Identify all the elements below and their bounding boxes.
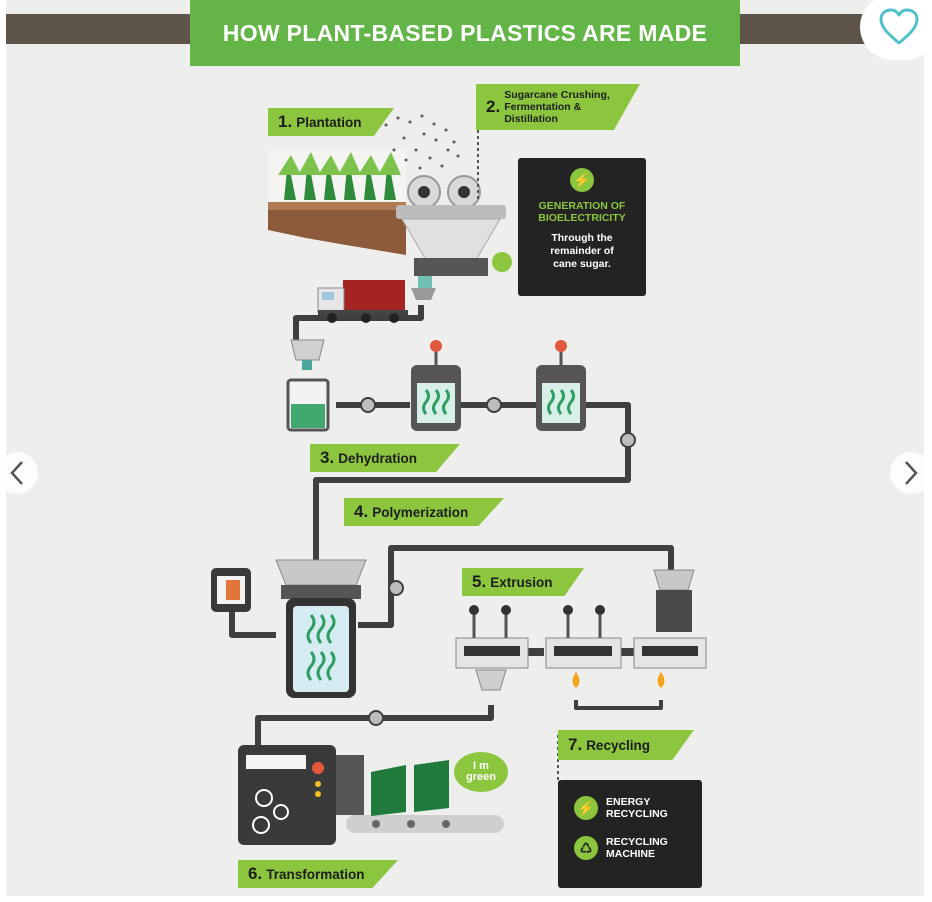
step-3-number: 3. <box>320 448 335 467</box>
step-7-label: Recycling <box>586 737 650 753</box>
pipe-valves <box>360 397 636 726</box>
pipe-side-to-polymer <box>229 610 276 638</box>
valve <box>360 397 376 413</box>
step-3-flag: 3. Dehydration <box>310 444 460 472</box>
step-4-flag: 4. Polymerization <box>344 498 504 526</box>
step-7-number: 7. <box>568 735 583 754</box>
step-2-label-line2: Fermentation & <box>504 101 582 113</box>
plug-icon: ⚡ <box>574 796 598 820</box>
valve <box>486 397 502 413</box>
spray-dots <box>384 114 460 170</box>
polymerization-reactor <box>211 559 367 698</box>
step-6-flag: 6. Transformation <box>238 860 398 888</box>
recycling-machine-line1: RECYCLING <box>606 836 668 848</box>
chevron-left-icon <box>10 461 23 485</box>
favorite-button[interactable] <box>860 0 932 60</box>
step-7-flag: 7. Recycling <box>558 730 694 760</box>
title-banner: HOW PLANT-BASED PLASTICS ARE MADE <box>190 0 740 66</box>
pipe-heat-link <box>574 700 663 710</box>
cup-icon: ♺ <box>574 836 598 860</box>
step-2-label-line3: Distillation <box>504 113 558 125</box>
recycling-box: ⚡ ENERGY RECYCLING ♺ RECYCLING MACHINE <box>558 780 702 888</box>
heart-outline-icon <box>879 8 919 45</box>
energy-recycling-item: ⚡ ENERGY RECYCLING <box>574 796 702 820</box>
step-2-label-line1: Sugarcane Crushing, <box>504 89 610 101</box>
pipes <box>229 305 674 745</box>
next-image-button[interactable] <box>890 452 932 494</box>
bioelectricity-title-line2: BIOELECTRICITY <box>538 212 626 224</box>
transformation-machine <box>238 745 504 845</box>
step-1-flag: 1. Plantation <box>268 108 394 136</box>
step-4-number: 4. <box>354 502 369 521</box>
crusher-machine <box>396 175 512 300</box>
step-1-number: 1. <box>278 112 293 131</box>
extrusion-line <box>455 569 707 691</box>
plug-icon: ⚡ <box>570 168 594 192</box>
energy-recycling-line2: RECYCLING <box>606 808 668 820</box>
im-green-bubble: I m green <box>454 752 508 792</box>
step-2-number: 2. <box>486 97 501 116</box>
bioelectricity-box: ⚡ GENERATION OF BIOELECTRICITY Through t… <box>518 158 646 296</box>
pipe-truck-to-tank <box>293 305 424 345</box>
bioelectricity-title: GENERATION OF BIOELECTRICITY <box>538 200 626 224</box>
step-6-number: 6. <box>248 864 263 883</box>
bioelectricity-desc: Through the remainder of cane sugar. <box>550 232 614 271</box>
step-2-flag: 2. Sugarcane Crushing, Fermentation & Di… <box>476 84 640 130</box>
bioelectricity-desc-line3: cane sugar. <box>553 258 611 270</box>
valve <box>368 710 384 726</box>
bioelectricity-title-line1: GENERATION OF <box>538 200 626 212</box>
dehydration-machines <box>286 339 586 432</box>
step-6-label: Transformation <box>266 866 365 882</box>
pipe-polymer-to-extrusion <box>358 545 674 628</box>
process-diagram <box>211 112 707 845</box>
bubble-line2: green <box>466 771 496 783</box>
valve <box>620 432 636 448</box>
bioelectricity-desc-line2: remainder of <box>550 245 614 257</box>
energy-recycling-line1: ENERGY <box>606 796 651 808</box>
infographic: HOW PLANT-BASED PLASTICS ARE MADE <box>6 0 924 896</box>
chevron-right-icon <box>905 461 918 485</box>
step-1-label: Plantation <box>296 114 362 130</box>
plantation-illustration <box>268 150 406 255</box>
recycling-machine-item: ♺ RECYCLING MACHINE <box>574 836 702 860</box>
recycling-machine-line2: MACHINE <box>606 848 655 860</box>
valve <box>388 580 404 596</box>
step-5-flag: 5. Extrusion <box>462 568 584 596</box>
prev-image-button[interactable] <box>0 452 38 494</box>
bubble-line1: I m <box>473 760 489 772</box>
bioelectricity-desc-line1: Through the <box>551 232 613 244</box>
infographic-title: HOW PLANT-BASED PLASTICS ARE MADE <box>222 19 708 46</box>
step-4-label: Polymerization <box>372 504 469 520</box>
step-5-label: Extrusion <box>490 574 553 590</box>
step-5-number: 5. <box>472 572 487 591</box>
step-3-label: Dehydration <box>338 450 417 466</box>
truck <box>317 280 408 323</box>
